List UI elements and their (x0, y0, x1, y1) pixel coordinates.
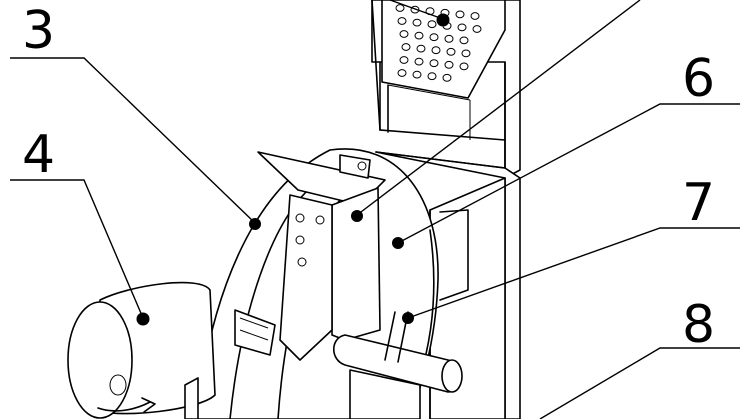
screen-hole (457, 23, 467, 32)
screen-hole (410, 5, 420, 14)
motor-drum (67, 281, 216, 419)
screen-hole (429, 59, 439, 68)
screen-hole (444, 34, 454, 43)
callout-dot-screen (436, 13, 450, 27)
screen-hole (397, 69, 407, 77)
screen-hole (431, 46, 441, 55)
screen-hole (470, 12, 480, 20)
screen-hole (414, 31, 424, 40)
callout-labels: 3 4 6 7 8 (22, 1, 715, 355)
screen-hole (472, 25, 482, 33)
screen-hole (399, 30, 409, 38)
callout-dot-3 (249, 218, 261, 230)
callout-4: 4 (22, 125, 55, 185)
screen-hole (412, 18, 422, 27)
side-plate (234, 194, 333, 361)
screen-hole (429, 33, 439, 42)
screen-hole (446, 47, 456, 56)
callout-dots (136, 13, 450, 326)
callout-8: 8 (682, 295, 715, 355)
screen-hole (412, 70, 422, 79)
callout-3: 3 (22, 1, 55, 61)
callout-6: 6 (682, 49, 715, 109)
screen-hole (416, 44, 426, 53)
screen-hole (427, 20, 437, 29)
screen-hole (459, 36, 469, 45)
screen-hole (395, 4, 405, 12)
screen-hole (427, 72, 437, 81)
screen-hole (399, 56, 409, 64)
callout-dot-chute (351, 210, 363, 222)
callout-7: 7 (682, 173, 715, 233)
callout-dot-7 (402, 312, 414, 324)
shaft (332, 311, 463, 419)
screen-hole (455, 10, 465, 19)
screen-hole (444, 60, 454, 69)
callout-dot-4 (136, 312, 150, 326)
feed-chute (257, 151, 386, 341)
screen-hole (459, 62, 469, 71)
screen-hole (401, 43, 411, 51)
leader-lines (10, 0, 740, 419)
screen-hole (442, 73, 452, 82)
screen-hole (414, 57, 424, 66)
callout-dot-6 (392, 237, 404, 249)
screen-hole (397, 17, 407, 25)
screen-hole (461, 49, 471, 58)
